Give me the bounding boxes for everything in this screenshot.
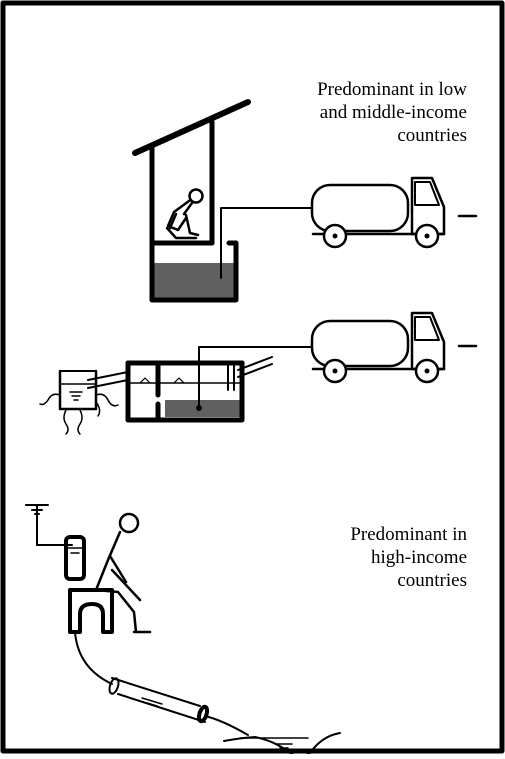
label-low-middle-income: Predominant in low and middle-income cou… [317, 78, 467, 147]
flush-toilet-illustration [25, 504, 341, 758]
label-high-income-line-3: countries [397, 570, 467, 591]
septic-system-illustration [39, 346, 313, 435]
pit-sludge [152, 263, 236, 300]
person-squatting [165, 188, 204, 240]
label-high-income-line-1: Predominant in [350, 524, 467, 545]
label-low-middle-income-line-1: Predominant in low [317, 79, 467, 100]
label-low-middle-income-line-3: countries [397, 125, 467, 146]
vacuum-truck-2 [310, 311, 478, 384]
pit-latrine-illustration [132, 99, 313, 303]
label-high-income: Predominant in high-income countries [350, 523, 467, 592]
septic-hose [198, 346, 313, 409]
label-high-income-line-2: high-income [370, 547, 467, 568]
septic-sludge [165, 400, 240, 417]
label-low-middle-income-line-2: and middle-income [319, 102, 467, 123]
vacuum-truck-1 [310, 176, 478, 249]
pit-hose [220, 207, 313, 279]
